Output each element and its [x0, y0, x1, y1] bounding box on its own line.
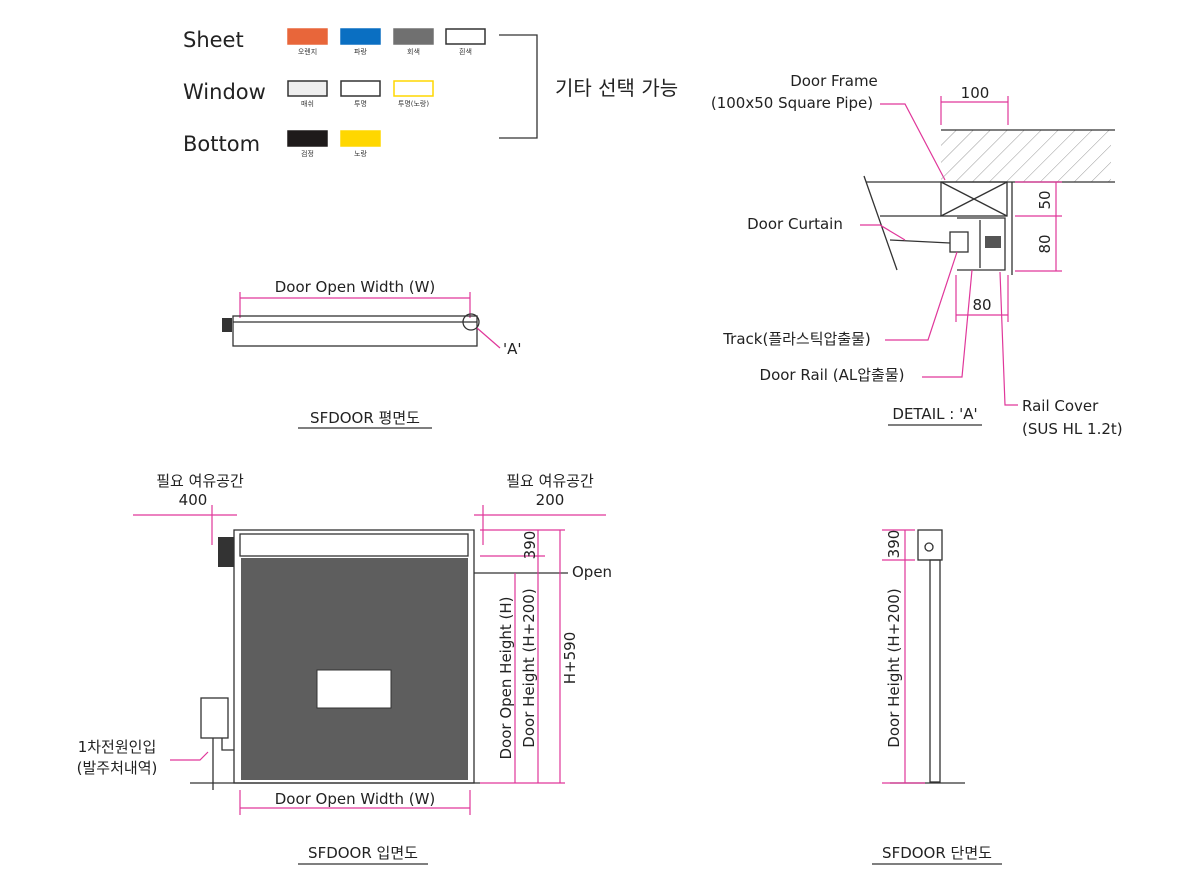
- swatch-label: 흰색: [459, 47, 472, 56]
- swatch-label: 투명: [354, 99, 367, 108]
- dim-50: 50: [1036, 190, 1054, 209]
- legend-bracket: [499, 34, 538, 139]
- door-rail-label: Door Rail (AL압출물): [760, 366, 905, 384]
- swatch-label: 오렌지: [298, 47, 317, 56]
- color-swatch: [287, 130, 328, 147]
- elevation-width-label: Door Open Width (W): [275, 790, 436, 808]
- color-swatch: [393, 28, 434, 45]
- clearance-left-value: 400: [179, 491, 208, 509]
- door-open-height-label: Door Open Height (H): [497, 596, 515, 759]
- section-dim-390: 390: [885, 530, 903, 559]
- clearance-right-label: 필요 여유공간: [506, 472, 594, 490]
- plan-width-label: Door Open Width (W): [275, 278, 436, 296]
- clearance-right-value: 200: [536, 491, 565, 509]
- rail-cover-spec: (SUS HL 1.2t): [1022, 420, 1123, 438]
- elevation-view: 필요 여유공간 400 필요 여유공간 200 Door Open Width …: [77, 472, 612, 865]
- door-curtain: [241, 558, 468, 780]
- detail-title: DETAIL : 'A': [892, 405, 977, 423]
- dim-100: 100: [961, 84, 990, 102]
- dim-80-vertical: 80: [1036, 234, 1054, 253]
- swatch-label: 노랑: [354, 150, 367, 158]
- door-height-label: Door Height (H+200): [520, 588, 538, 747]
- door-curtain-label: Door Curtain: [747, 215, 843, 233]
- legend-row-label: Sheet: [183, 28, 244, 52]
- color-swatch: [340, 80, 381, 97]
- color-swatch: [340, 130, 381, 147]
- legend-row-label: Window: [183, 80, 266, 104]
- section-title: SFDOOR 단면도: [882, 844, 992, 862]
- color-swatch: [287, 80, 328, 97]
- plan-view: Door Open Width (W) 'A' SFDOOR 평면도: [222, 278, 522, 429]
- door-frame-label: Door Frame: [790, 72, 878, 90]
- clearance-left-label: 필요 여유공간: [156, 472, 244, 490]
- section-height-label: Door Height (H+200): [885, 588, 903, 747]
- door-frame-spec: (100x50 Square Pipe): [711, 94, 873, 112]
- legend-note: 기타 선택 가능: [555, 76, 678, 100]
- dim-390: 390: [521, 531, 539, 560]
- color-swatch: [340, 28, 381, 45]
- detail-a: Door Frame (100x50 Square Pipe) 100 50 8…: [711, 72, 1123, 438]
- swatch-label: 파랑: [354, 47, 367, 56]
- track-label: Track(플라스틱압출물): [722, 330, 871, 348]
- open-label: Open: [572, 563, 612, 581]
- detail-reference: 'A': [503, 340, 522, 358]
- rail-cover-label: Rail Cover: [1022, 397, 1099, 415]
- legend-row-label: Bottom: [183, 132, 260, 156]
- swatch-label: 투명(노랑): [398, 99, 429, 108]
- color-swatch: [393, 80, 434, 97]
- color-swatch: [287, 28, 328, 45]
- total-height-label: H+590: [561, 632, 579, 684]
- swatch-label: 회색: [407, 47, 420, 56]
- swatch-label: 매쉬: [301, 99, 314, 108]
- power-inlet-label: 1차전원인입: [78, 738, 157, 756]
- swatch-label: 검정: [301, 149, 314, 158]
- section-view: 390 Door Height (H+200) SFDOOR 단면도: [872, 529, 1002, 865]
- dim-80-horizontal: 80: [972, 296, 991, 314]
- power-inlet-note: (발주처내역): [77, 759, 158, 777]
- plan-title: SFDOOR 평면도: [310, 409, 420, 427]
- elevation-title: SFDOOR 입면도: [308, 844, 418, 862]
- color-swatch: [445, 28, 486, 45]
